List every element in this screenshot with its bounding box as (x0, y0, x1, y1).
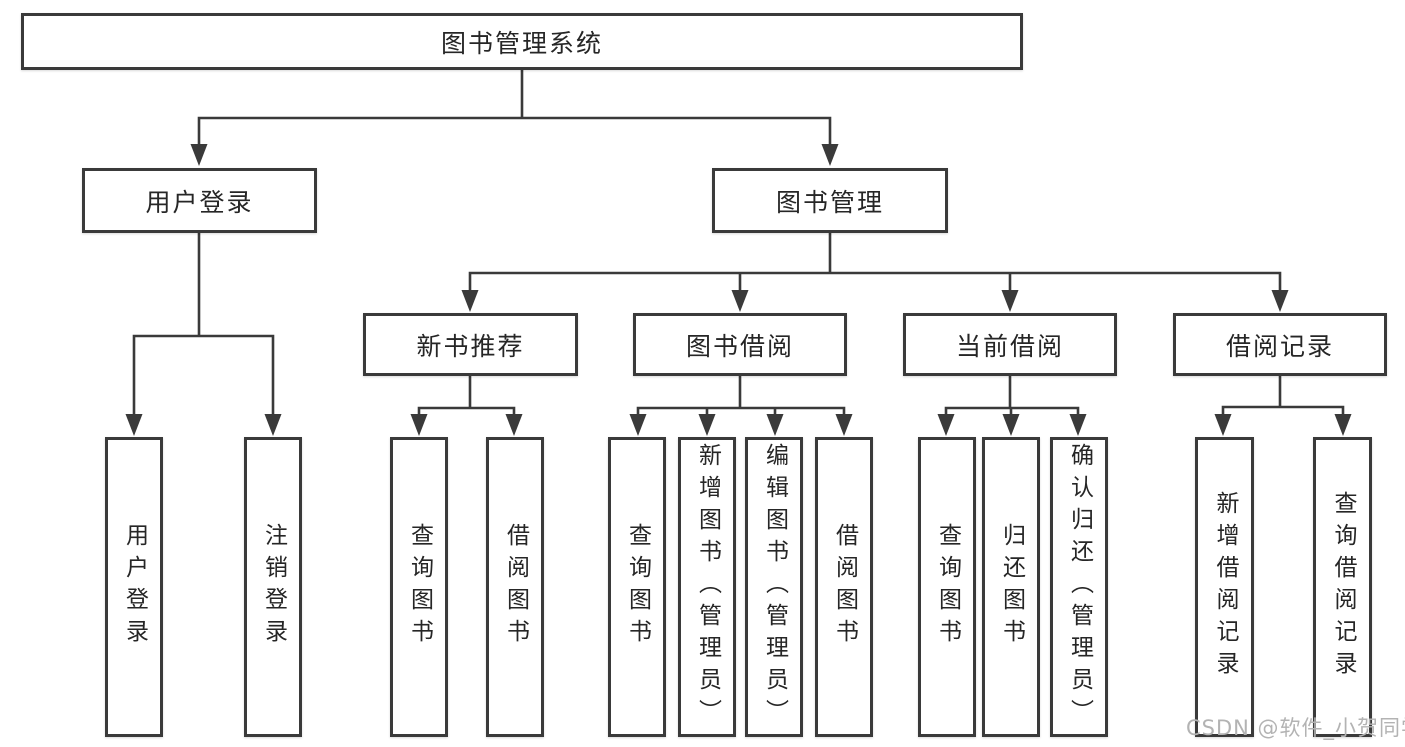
node-new-book-recommendation: 新书推荐 (363, 313, 578, 376)
node-borrowing-records-label: 借阅记录 (1225, 331, 1334, 361)
leaf-logout-label: 注销登录 (260, 523, 287, 651)
leaf-current-confirm-return-admin-label: 确认归还（管理员） (1066, 443, 1093, 731)
leaf-current-query-books-label: 查询图书 (934, 523, 961, 651)
leaf-newrec-borrow-books: 借阅图书 (486, 437, 544, 737)
leaf-current-confirm-return-admin: 确认归还（管理员） (1050, 437, 1108, 737)
leaf-records-query-record: 查询借阅记录 (1313, 437, 1372, 737)
leaf-borrow-query-books: 查询图书 (608, 437, 666, 737)
leaf-borrow-borrow-books: 借阅图书 (815, 437, 873, 737)
leaf-newrec-query-books: 查询图书 (390, 437, 448, 737)
node-new-book-recommendation-label: 新书推荐 (416, 331, 525, 361)
arrowheads (125, 144, 1352, 436)
leaf-logout: 注销登录 (244, 437, 302, 737)
leaf-records-add-record-label: 新增借阅记录 (1212, 491, 1238, 683)
leaf-user-login-label: 用户登录 (121, 523, 148, 651)
leaf-current-return-books-label: 归还图书 (998, 523, 1025, 651)
leaf-borrow-edit-books-admin: 编辑图书（管理员） (745, 437, 803, 737)
node-borrowing-records: 借阅记录 (1173, 313, 1387, 376)
node-user-login-label: 用户登录 (145, 187, 254, 217)
leaf-borrow-add-books-admin: 新增图书（管理员） (678, 437, 736, 737)
leaf-current-return-books: 归还图书 (982, 437, 1040, 737)
node-book-management: 图书管理 (712, 168, 948, 233)
node-root: 图书管理系统 (21, 13, 1023, 70)
leaf-borrow-add-books-admin-label: 新增图书（管理员） (694, 443, 721, 731)
leaf-current-query-books: 查询图书 (918, 437, 976, 737)
leaf-borrow-edit-books-admin-label: 编辑图书（管理员） (761, 443, 788, 731)
node-current-borrowing: 当前借阅 (903, 313, 1117, 376)
leaf-records-add-record: 新增借阅记录 (1195, 437, 1254, 737)
node-current-borrowing-label: 当前借阅 (955, 331, 1064, 361)
leaf-records-query-record-label: 查询借阅记录 (1330, 491, 1356, 683)
node-root-label: 图书管理系统 (440, 28, 603, 58)
leaf-newrec-query-books-label: 查询图书 (406, 523, 433, 651)
leaf-borrow-query-books-label: 查询图书 (624, 523, 651, 651)
leaf-borrow-borrow-books-label: 借阅图书 (831, 523, 858, 651)
node-book-management-label: 图书管理 (775, 187, 884, 217)
node-user-login: 用户登录 (82, 168, 317, 233)
node-book-borrowing: 图书借阅 (633, 313, 847, 376)
leaf-newrec-borrow-books-label: 借阅图书 (502, 523, 529, 651)
node-book-borrowing-label: 图书借阅 (685, 331, 794, 361)
watermark-text: CSDN @软件_小贺同学 (1186, 716, 1405, 740)
leaf-user-login: 用户登录 (105, 437, 163, 737)
